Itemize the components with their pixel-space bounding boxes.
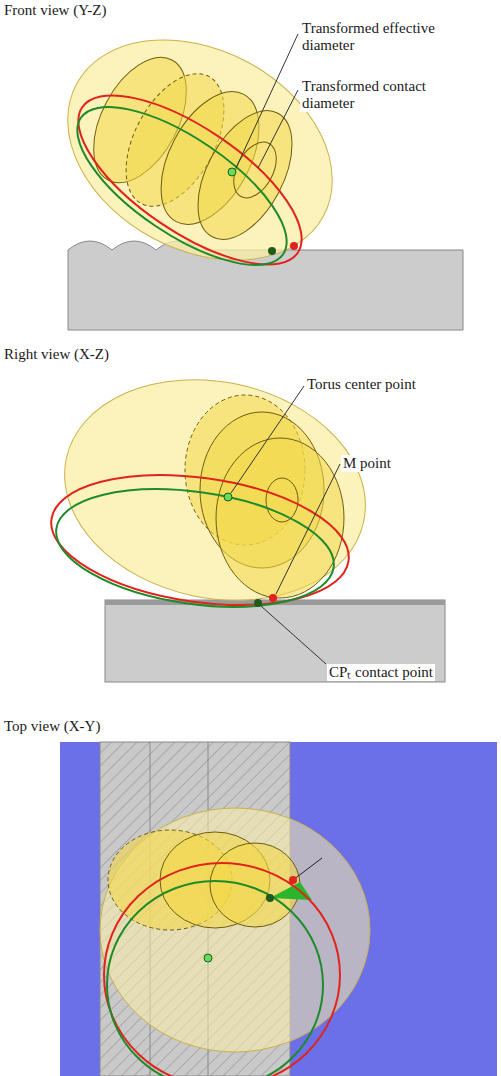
tool-cylinders bbox=[75, 42, 312, 255]
contact-point-dot bbox=[266, 894, 274, 902]
leader-line bbox=[293, 858, 322, 880]
tool-cylinders bbox=[185, 395, 344, 598]
leader-line bbox=[276, 464, 340, 594]
contact-diameter-ellipse bbox=[107, 881, 323, 1076]
torus-envelope bbox=[44, 353, 386, 627]
m-point-dot bbox=[290, 242, 298, 250]
contact-diameter-ellipse bbox=[54, 78, 310, 294]
effective-diameter-ellipse bbox=[53, 64, 327, 296]
m-point-dot bbox=[269, 594, 277, 602]
callout-label: M point bbox=[341, 455, 393, 472]
callout-label: Torus center point bbox=[305, 376, 418, 393]
contact-point-dot bbox=[254, 599, 262, 607]
leader-line bbox=[261, 606, 326, 664]
callout-label: Transformed contact diameter bbox=[300, 78, 454, 112]
callout-label: CPₜ contact point bbox=[327, 664, 435, 681]
m-point-dot bbox=[289, 876, 297, 884]
right-view bbox=[43, 353, 445, 682]
view-title: Front view (Y-Z) bbox=[4, 2, 106, 19]
torus-center-dot bbox=[224, 493, 232, 501]
contact-diameter-ellipse bbox=[49, 473, 342, 623]
view-title: Top view (X-Y) bbox=[4, 718, 100, 735]
front-view bbox=[29, 0, 463, 330]
leader-line bbox=[236, 34, 298, 168]
contact-point-dot bbox=[268, 247, 276, 255]
torus-center-dot bbox=[228, 168, 236, 176]
workpiece bbox=[105, 600, 445, 682]
tool-cylinders bbox=[108, 830, 300, 930]
callout-label: Transformed effective diameter bbox=[300, 20, 454, 54]
top-view bbox=[60, 742, 497, 1076]
effective-diameter-ellipse bbox=[43, 458, 357, 623]
torus-center-dot bbox=[204, 954, 212, 962]
leader-line bbox=[231, 386, 304, 493]
view-title: Right view (X-Z) bbox=[4, 346, 109, 363]
leader-line bbox=[258, 90, 298, 168]
